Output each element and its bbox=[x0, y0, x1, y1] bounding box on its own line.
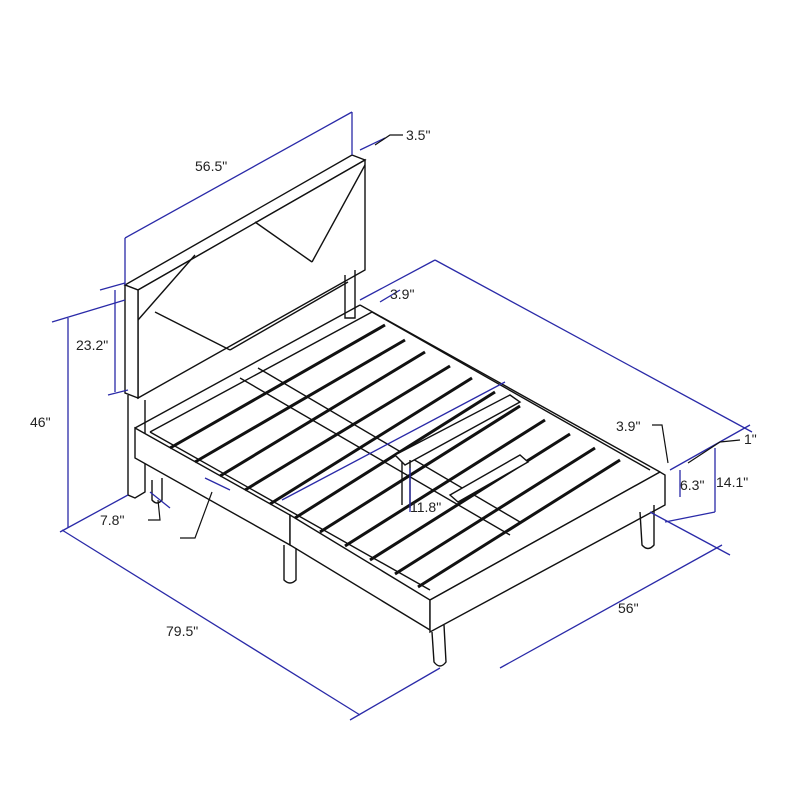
overall-height-label: 46" bbox=[30, 414, 51, 430]
headboard-thickness-label: 3.5" bbox=[406, 127, 431, 143]
overall-width-label: 56" bbox=[618, 600, 639, 616]
side-rail-width-label: 3.9" bbox=[616, 418, 641, 434]
bed-slats bbox=[169, 323, 621, 589]
under-bed-clearance-label: 11.8" bbox=[410, 499, 442, 515]
headboard-height-label: 23.2" bbox=[76, 337, 109, 353]
rail-height-label: 6.3" bbox=[680, 477, 705, 493]
bed-frame bbox=[134, 304, 666, 634]
dimension-lines bbox=[51, 111, 753, 721]
rail-top-label: 1" bbox=[744, 431, 757, 447]
headboard bbox=[123, 154, 367, 400]
overall-length-label: 79.5" bbox=[166, 623, 199, 639]
frame-height-label: 14.1" bbox=[716, 474, 749, 490]
rail-gap-label: 3.9" bbox=[390, 286, 415, 302]
bed-legs bbox=[151, 460, 655, 667]
headboard-width-label: 56.5" bbox=[195, 158, 228, 174]
leader-lines bbox=[148, 134, 741, 539]
leg-offset-label: 7.8" bbox=[100, 512, 125, 528]
